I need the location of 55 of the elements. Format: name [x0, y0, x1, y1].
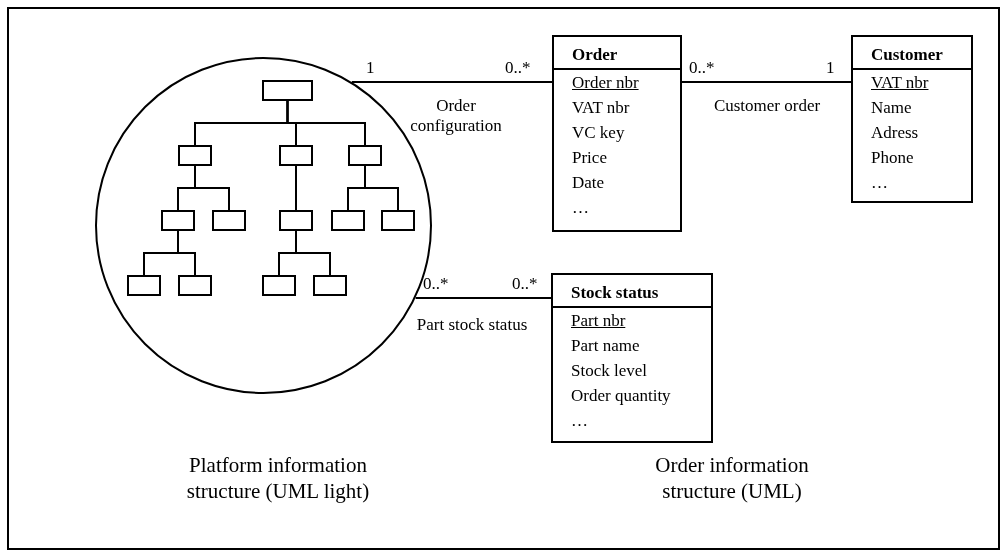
tree-box	[178, 145, 212, 166]
association-label: Order configuration	[409, 96, 503, 136]
tree-line	[295, 230, 331, 276]
class-box	[552, 35, 682, 232]
class-box	[851, 35, 973, 203]
tree-line	[177, 230, 196, 276]
tree-box	[262, 275, 296, 296]
multiplicity-label: 0..*	[512, 274, 538, 294]
attribute: Part name	[570, 335, 640, 357]
tree-box	[161, 210, 195, 231]
tree-box	[381, 210, 415, 231]
attribute: …	[870, 172, 888, 194]
multiplicity-label: 1	[366, 58, 375, 78]
attribute: …	[571, 197, 589, 219]
tree-line	[194, 165, 230, 211]
tree-box	[262, 80, 313, 101]
attribute: VC key	[571, 122, 625, 144]
attribute: Adress	[870, 122, 919, 144]
class-name: Customer	[853, 37, 971, 70]
association-line	[350, 81, 553, 83]
class-name: Stock status	[553, 275, 711, 308]
diagram-caption: Order information structure (UML)	[654, 452, 810, 504]
multiplicity-label: 0..*	[505, 58, 531, 78]
class-name: Order	[554, 37, 680, 70]
key-attribute: Order nbr	[571, 72, 639, 94]
multiplicity-label: 1	[826, 58, 835, 78]
association-line	[414, 297, 552, 299]
multiplicity-label: 0..*	[423, 274, 449, 294]
class-box	[551, 273, 713, 443]
tree-box	[178, 275, 212, 296]
tree-box	[127, 275, 161, 296]
attribute: Date	[571, 172, 605, 194]
association-label: Customer order	[713, 96, 821, 116]
key-attribute: VAT nbr	[870, 72, 929, 94]
attribute: VAT nbr	[571, 97, 630, 119]
tree-box	[331, 210, 365, 231]
multiplicity-label: 0..*	[689, 58, 715, 78]
tree-box	[279, 145, 313, 166]
attribute: Name	[870, 97, 912, 119]
attribute: Phone	[870, 147, 914, 169]
tree-line	[295, 165, 297, 211]
key-attribute: Part nbr	[570, 310, 626, 332]
tree-line	[364, 165, 399, 211]
association-label: Part stock status	[416, 315, 528, 335]
association-line	[681, 81, 852, 83]
attribute: Stock level	[570, 360, 647, 382]
attribute: Price	[571, 147, 607, 169]
diagram-caption: Platform information structure (UML light)	[185, 452, 371, 504]
tree-line	[286, 100, 366, 146]
tree-box	[212, 210, 246, 231]
tree-box	[279, 210, 313, 231]
tree-box	[348, 145, 382, 166]
tree-box	[313, 275, 347, 296]
attribute: Order quantity	[570, 385, 671, 407]
attribute: …	[570, 410, 588, 432]
